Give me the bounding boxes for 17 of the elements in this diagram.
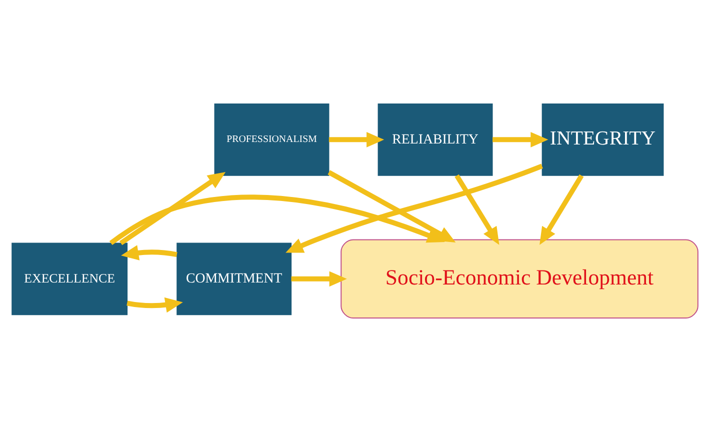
arrow — [454, 174, 500, 245]
arrow — [121, 245, 178, 260]
arrow — [291, 271, 347, 287]
arrow — [492, 132, 548, 148]
arrow — [328, 132, 384, 148]
node-box: Socio-Economic Development — [340, 239, 698, 319]
node-box: PROFESSIONALISM — [214, 103, 330, 176]
arrow — [119, 172, 226, 246]
node-box: EXECELLENCE — [12, 242, 128, 316]
node-box: COMMITMENT — [176, 242, 292, 316]
node-box: RELIABILITY — [378, 103, 493, 176]
arrow — [540, 174, 584, 245]
arrow — [126, 297, 183, 313]
arrow — [109, 194, 445, 246]
arrow — [328, 170, 456, 243]
node-box: INTEGRITY — [542, 103, 664, 176]
arrow — [286, 164, 543, 253]
